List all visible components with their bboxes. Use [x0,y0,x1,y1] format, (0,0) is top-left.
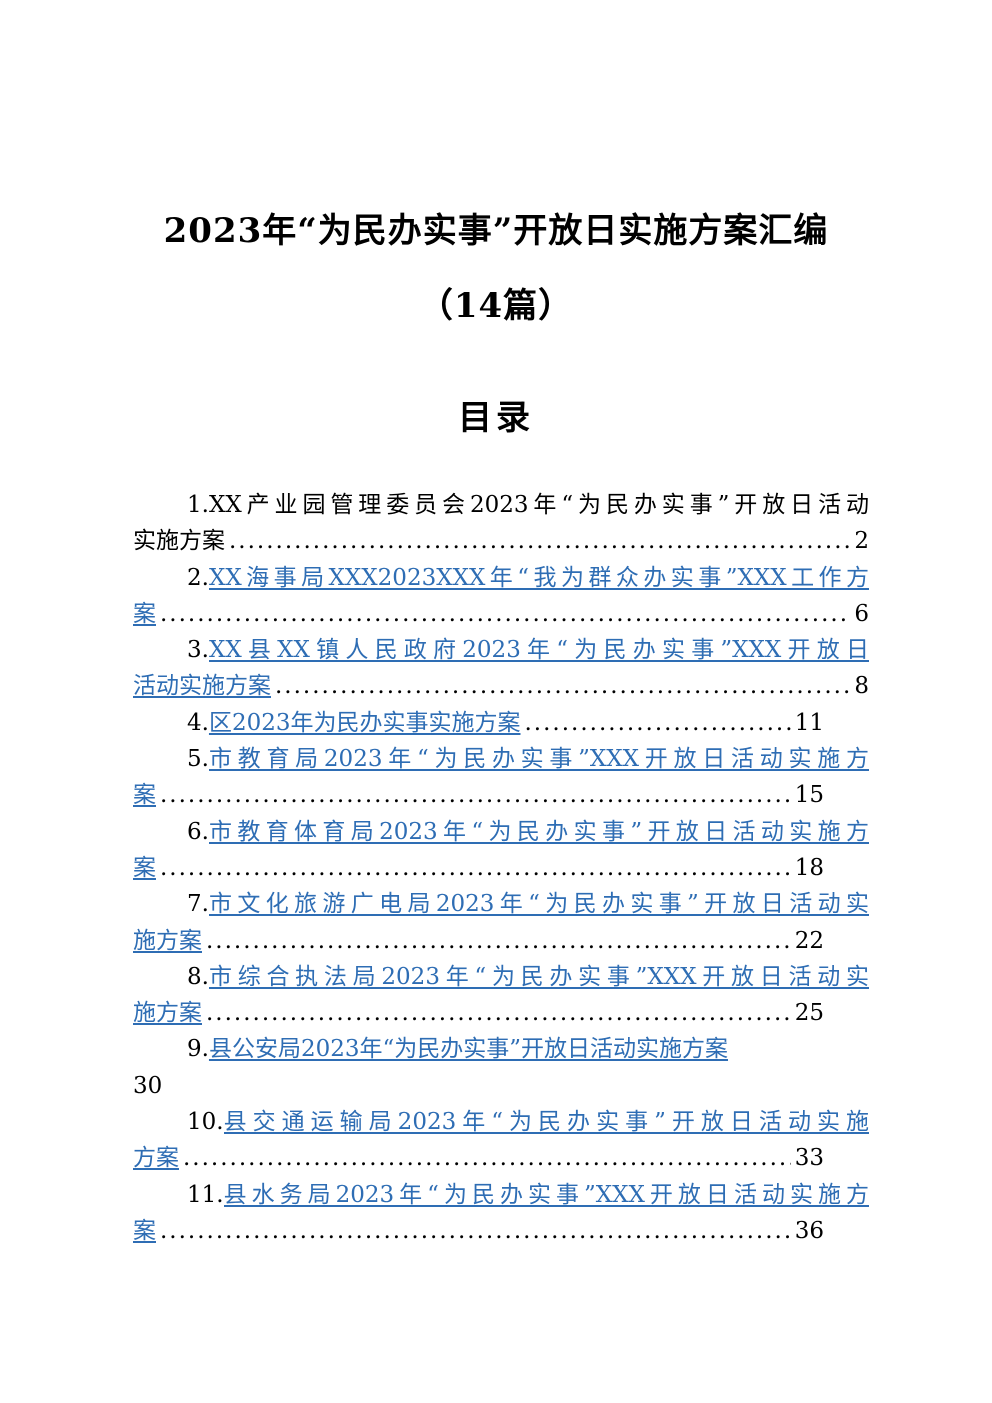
toc-page-number: 2 [854,528,869,555]
toc-leader-dots: ........................................… [229,528,851,555]
toc-entry-link-cont[interactable]: 案 [133,854,156,881]
toc-page-number: 8 [854,673,869,700]
toc-entry-number: 1. [187,492,209,518]
toc-page-number: 36 [794,1217,824,1244]
toc-entry-8[interactable]: 8. 市综合执法局2023年“为民办实事”XXX开放日活动实 施方案 .....… [133,959,869,1032]
toc-leader-dots [732,1031,869,1067]
toc-entry-number: 10. [187,1109,224,1136]
toc-entry-number: 8. [187,963,209,990]
toc-entry-number: 6. [187,818,209,845]
toc-entry-link[interactable]: XX县XX镇人民政府2023年“为民办实事”XXX开放日 [208,637,869,664]
toc-entry-link[interactable]: 县公安局2023年“为民办实事”开放日活动实施方案 [208,1036,729,1063]
toc-entry-5[interactable]: 5. 市教育局2023年“为民办实事”XXX开放日活动实施方 案 .......… [133,741,869,814]
toc-entry-3[interactable]: 3. XX县XX镇人民政府2023年“为民办实事”XXX开放日 活动实施方案 .… [133,632,869,705]
toc-entry-link-cont[interactable]: 案 [133,1217,156,1244]
toc-page-number: 25 [794,1000,824,1027]
toc-leader-dots: ........................................… [183,1145,791,1172]
toc-entry-11[interactable]: 11. 县水务局2023年“为民办实事”XXX开放日活动实施方 案 ......… [133,1177,869,1250]
toc-entry-number: 2. [187,564,209,591]
toc-page-number: 6 [854,600,869,627]
toc-entry-link-cont[interactable]: 方案 [133,1145,179,1172]
toc-entry-number: 3. [187,637,209,664]
toc-leader-dots: ........................................… [275,673,850,700]
toc-entry-4[interactable]: 4. 区2023年为民办实事实施方案 .....................… [133,705,869,741]
document-subtitle-count: （14篇） [418,286,574,326]
toc-entry-link[interactable]: 市文化旅游广电局2023年“为民办实事”开放日活动实 [208,891,869,918]
table-of-contents: 1. XX产业园管理委员会2023年“为民办实事”开放日活动 实施方案 ....… [133,487,869,1249]
toc-page-number: 15 [794,782,824,809]
toc-entry-link[interactable]: 县水务局2023年“为民办实事”XXX开放日活动实施方 [223,1181,869,1208]
toc-leader-dots: ........................................… [206,1000,791,1027]
toc-entry-title-cont: 实施方案 [133,528,225,555]
toc-page-number: 11 [794,709,824,736]
toc-entry-link[interactable]: 县交通运输局2023年“为民办实事”开放日活动实施 [223,1109,869,1136]
toc-leader-dots: ........................................… [524,709,791,736]
toc-entry-link[interactable]: 区2023年为民办实事实施方案 [208,709,521,736]
toc-leader-dots: ........................................… [160,854,791,881]
toc-page-number: 30 [133,1072,163,1099]
toc-leader-dots: ........................................… [160,1217,791,1244]
toc-entry-link[interactable]: 市教育体育局2023年“为民办实事”开放日活动实施方 [208,818,869,845]
toc-entry-number: 9. [187,1036,209,1063]
toc-leader-dots: ........................................… [160,782,791,809]
toc-entry-6[interactable]: 6. 市教育体育局2023年“为民办实事”开放日活动实施方 案 ........… [133,814,869,887]
toc-entry-link[interactable]: 市教育局2023年“为民办实事”XXX开放日活动实施方 [208,746,869,773]
toc-entry-9[interactable]: 9. 县公安局2023年“为民办实事”开放日活动实施方案 30 [133,1031,869,1104]
toc-entry-link[interactable]: 市综合执法局2023年“为民办实事”XXX开放日活动实 [208,963,869,990]
toc-leader-dots: ........................................… [206,927,791,954]
toc-page-number: 18 [794,854,824,881]
toc-entry-2[interactable]: 2. XX海事局XXX2023XXX年“我为群众办实事”XXX工作方 案 ...… [133,560,869,633]
toc-page-number: 33 [794,1145,824,1172]
toc-leader-dots: ........................................… [160,600,850,627]
toc-entry-number: 4. [187,709,209,736]
toc-entry-number: 11. [187,1181,224,1208]
toc-entry-number: 7. [187,891,209,918]
toc-entry-link-cont[interactable]: 活动实施方案 [133,673,271,700]
document-title: 2023年“为民办实事”开放日实施方案汇编 [163,211,829,251]
toc-entry-number: 5. [187,746,209,773]
toc-entry-link-cont[interactable]: 案 [133,782,156,809]
toc-entry-link[interactable]: XX海事局XXX2023XXX年“我为群众办实事”XXX工作方 [208,564,869,591]
toc-entry-link-cont[interactable]: 案 [133,600,156,627]
toc-entry-link-cont[interactable]: 施方案 [133,1000,202,1027]
toc-entry-1[interactable]: 1. XX产业园管理委员会2023年“为民办实事”开放日活动 实施方案 ....… [133,487,869,560]
toc-entry-10[interactable]: 10. 县交通运输局2023年“为民办实事”开放日活动实施 方案 .......… [133,1104,869,1177]
toc-page-number: 22 [794,927,824,954]
toc-entry-link-cont[interactable]: 施方案 [133,927,202,954]
toc-entry-7[interactable]: 7. 市文化旅游广电局2023年“为民办实事”开放日活动实 施方案 ......… [133,886,869,959]
toc-heading: 目录 [458,398,534,438]
toc-entry-title: XX产业园管理委员会2023年“为民办实事”开放日活动 [208,492,869,518]
